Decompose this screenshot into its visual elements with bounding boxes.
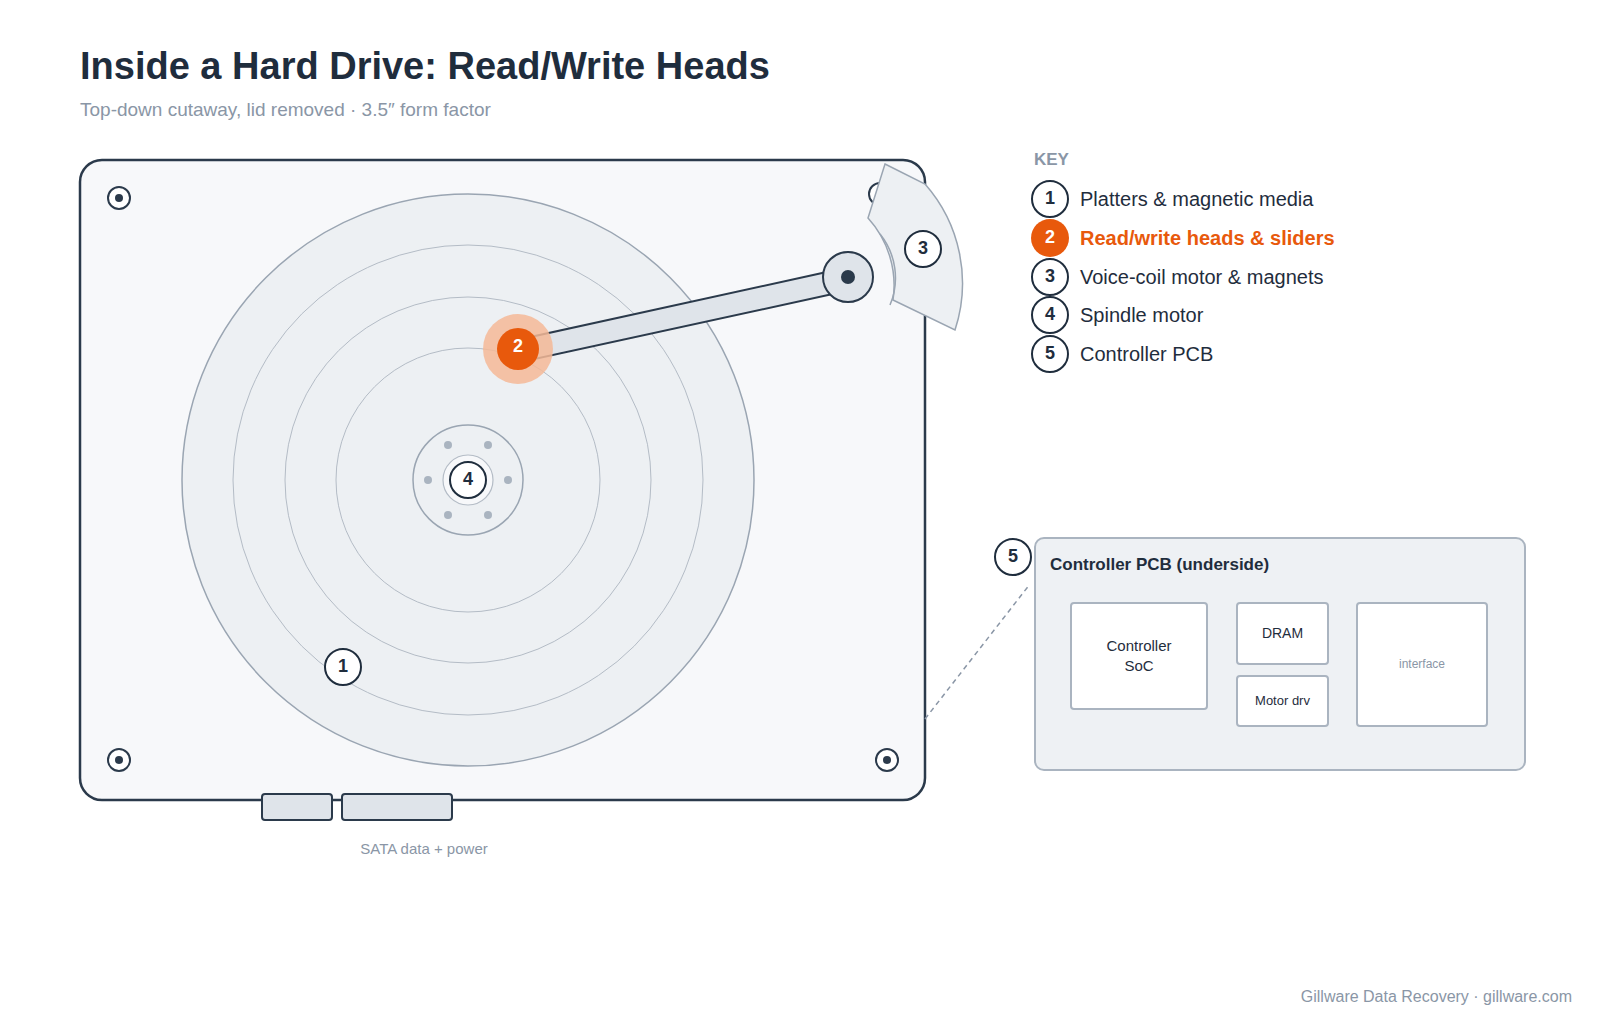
component-label: Controller SoC: [1099, 636, 1179, 677]
drive-housing: [80, 160, 925, 800]
callout-number: 3: [918, 238, 928, 260]
component-label: DRAM: [1262, 624, 1303, 643]
footer-credit: Gillware Data Recovery · gillware.com: [1301, 987, 1572, 1006]
callout-number: 4: [463, 469, 473, 491]
pcb-component-box: DRAM: [1236, 602, 1329, 665]
head-halo: [483, 314, 553, 384]
screws: [108, 183, 898, 771]
pcb-component-box: Controller SoC: [1070, 602, 1208, 710]
legend-text: Read/write heads & sliders: [1080, 226, 1335, 250]
caption: Top-down cutaway, lid removed · 3.5″ for…: [80, 99, 491, 122]
pcb-component-box: Motor drv: [1236, 675, 1329, 727]
voice-coil-magnet: [868, 164, 962, 330]
actuator-pivot: [823, 252, 873, 302]
spindle-screws: [424, 441, 512, 519]
component-label: Motor drv: [1255, 692, 1310, 710]
legend-number: 2: [1045, 227, 1055, 249]
legend-text: Platters & magnetic media: [1080, 187, 1313, 211]
read-write-head: [497, 328, 539, 370]
legend-text: Voice-coil motor & magnets: [1080, 265, 1323, 289]
title: Inside a Hard Drive: Read/Write Heads: [80, 44, 770, 90]
callout-number: 1: [338, 656, 348, 678]
actuator-arm: [514, 268, 851, 360]
callout-number: 5: [1008, 546, 1018, 568]
legend-text: Spindle motor: [1080, 303, 1203, 327]
connector-label: SATA data + power: [360, 840, 487, 858]
pcb-panel: Controller PCB (underside) Controller SoC…: [1034, 537, 1526, 771]
sata-data-connector: [262, 794, 332, 820]
legend-text: Controller PCB: [1080, 342, 1213, 366]
pcb-component-box: interface: [1356, 602, 1488, 727]
legend-highlight-circle: [1031, 219, 1069, 257]
legend-number: 1: [1045, 188, 1055, 210]
legend-number: 4: [1045, 304, 1055, 326]
spindle-hub: [413, 425, 523, 535]
legend-number: 3: [1045, 266, 1055, 288]
legend-heading: KEY: [1034, 150, 1069, 170]
legend-circles: [1032, 181, 1068, 372]
panel-heading: Controller PCB (underside): [1050, 555, 1269, 575]
callout-circles: [325, 231, 1031, 685]
component-label: interface: [1399, 656, 1445, 672]
sata-power-connector: [342, 794, 452, 820]
pcb-leader: [925, 584, 1030, 719]
platter: [182, 194, 754, 766]
legend-number: 5: [1045, 343, 1055, 365]
callout-number: 2: [513, 336, 523, 358]
